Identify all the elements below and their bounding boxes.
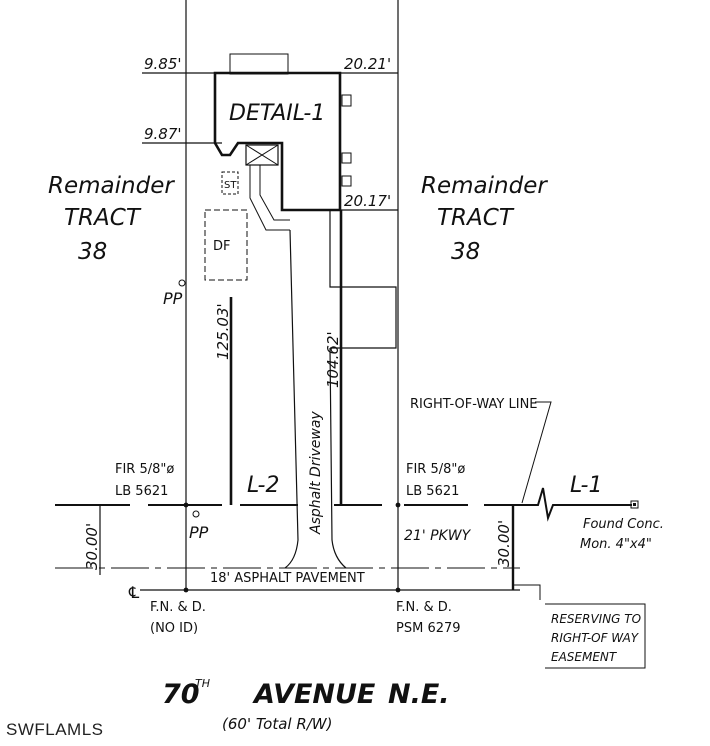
- fnd-left-dot: [183, 587, 189, 593]
- found-monument-dot: [633, 503, 636, 506]
- easement-leader: [513, 584, 541, 600]
- fnd-left-line-1: F.N. & D.: [150, 600, 206, 615]
- found-conc-line-1: Found Conc.: [583, 517, 664, 532]
- fir-left-line-1: FIR 5/8"ø: [115, 462, 174, 477]
- house-outline: [213, 71, 342, 212]
- pp-south-label: PP: [189, 523, 209, 542]
- street-avenue: AVENUE: [252, 679, 376, 710]
- pp-north-label: PP: [163, 289, 183, 308]
- driveway-label: Asphalt Driveway: [308, 411, 324, 535]
- easement-line-3: EASEMENT: [551, 650, 618, 664]
- remainder-right-line-2: TRACT: [437, 205, 515, 231]
- garage-box-diag-2: [245, 144, 279, 166]
- fir-left-line-2: LB 5621: [115, 484, 168, 499]
- lot-dimension-lines: [229, 210, 343, 505]
- row-line-leader: [521, 401, 552, 504]
- fir-right-line-2: LB 5621: [406, 484, 459, 499]
- walkway: [249, 165, 290, 231]
- detail-label: DETAIL-1: [229, 101, 325, 126]
- fnd-right-line-1: F.N. & D.: [396, 600, 452, 615]
- found-monument-marker: [630, 500, 639, 509]
- dim-mid-left: 9.87': [144, 125, 182, 143]
- street-width: (60' Total R/W): [222, 715, 333, 733]
- remainder-tract-right: Remainder TRACT 38: [421, 173, 548, 265]
- fir-right-dot: [395, 502, 401, 508]
- remainder-right-line-3: 38: [451, 239, 480, 265]
- remainder-left-line-2: TRACT: [64, 205, 142, 231]
- residence-footprint: [213, 53, 352, 231]
- monuments: [183, 502, 401, 593]
- fnd-right-dot: [395, 587, 401, 593]
- dimension-leaders: [142, 72, 398, 211]
- street-name: 70 TH AVENUE N.E. (60' Total R/W): [162, 677, 450, 733]
- dim-row-right: 30.00': [495, 520, 513, 567]
- tract-boundaries: [99, 0, 399, 590]
- drain-field-label: DF: [213, 239, 231, 254]
- easement-line-1: RESERVING TO: [551, 612, 641, 626]
- septic-tank: [221, 171, 239, 195]
- roof-overhang-north: [229, 53, 289, 75]
- asphalt-driveway: [284, 229, 347, 569]
- fir-right-line-1: FIR 5/8"ø: [406, 462, 465, 477]
- dim-west-line: 125.03': [214, 303, 232, 360]
- septic-label: ST: [224, 180, 237, 191]
- l2-label: L-2: [247, 473, 279, 498]
- watermark: SWFLAMLS: [6, 720, 104, 739]
- street-number-suffix: TH: [195, 677, 210, 690]
- pavement-label: 18' ASPHALT PAVEMENT: [210, 571, 365, 586]
- remainder-left-line-1: Remainder: [48, 173, 175, 199]
- power-pole-south: [192, 510, 200, 518]
- dim-south-right: 20.17': [344, 192, 391, 210]
- dim-row-left: 30.00': [83, 523, 101, 570]
- ac-pad-3: [341, 175, 352, 187]
- fnd-left-line-2: (NO ID): [150, 621, 198, 636]
- garage-box: [245, 144, 279, 166]
- remainder-right-line-1: Remainder: [421, 173, 548, 199]
- dim-north-left: 9.85': [144, 55, 182, 73]
- east-structure: [329, 210, 397, 349]
- street-number: 70: [162, 679, 200, 710]
- remainder-tract-left: Remainder TRACT 38: [48, 173, 175, 265]
- dim-east-line: 104.62': [324, 331, 342, 388]
- remainder-left-line-3: 38: [78, 239, 107, 265]
- easement-line-2: RIGHT-OF WAY: [551, 631, 640, 645]
- dim-north-right: 20.21': [344, 55, 391, 73]
- l1-label: L-1: [570, 473, 602, 498]
- ac-pad-2: [341, 152, 352, 164]
- centerline-symbol: ℄: [128, 583, 140, 602]
- row-line-label: RIGHT-OF-WAY LINE: [410, 397, 538, 412]
- easement-box: [545, 603, 646, 669]
- ac-pad-1: [341, 94, 352, 107]
- parkway-label: 21' PKWY: [404, 528, 472, 544]
- fnd-right-line-2: PSM 6279: [396, 621, 461, 636]
- fir-left-dot: [183, 502, 189, 508]
- power-pole-north: [178, 279, 186, 287]
- drain-field: [204, 209, 248, 281]
- found-conc-line-2: Mon. 4"x4": [580, 537, 652, 552]
- street-ne: N.E.: [388, 679, 450, 710]
